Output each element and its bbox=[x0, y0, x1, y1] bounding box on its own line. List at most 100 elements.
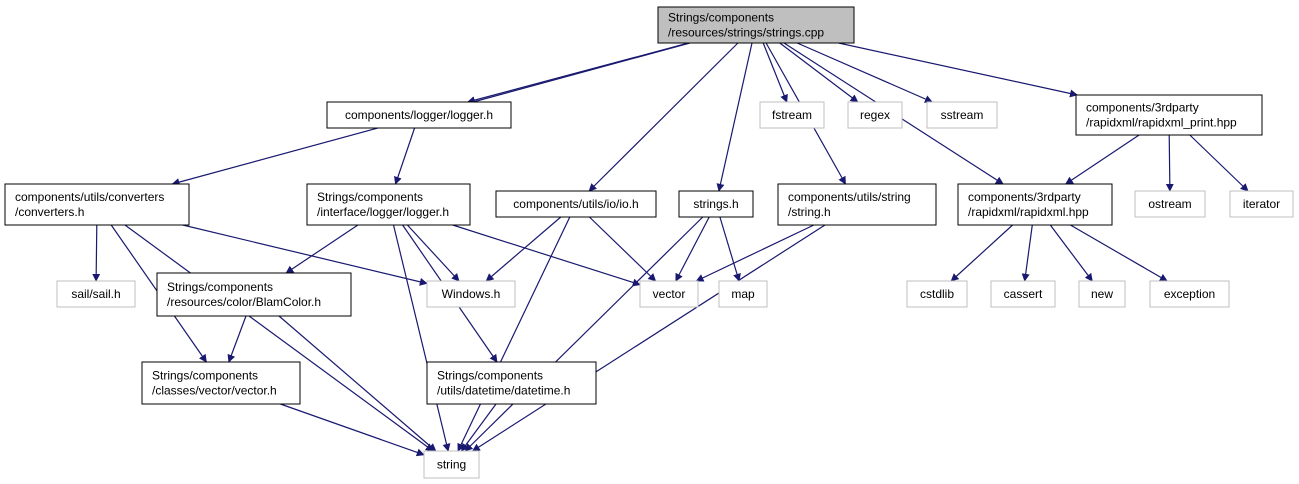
node-rapidxml-print[interactable]: components/3rdparty/rapidxml/rapidxml_pr… bbox=[1075, 94, 1263, 136]
node-box bbox=[639, 280, 699, 308]
node-box bbox=[926, 101, 998, 129]
node-datetime-h[interactable]: Strings/components/utils/datetime/dateti… bbox=[426, 361, 597, 405]
node-label-line: Strings/components bbox=[317, 190, 423, 204]
node-regex: regex bbox=[847, 101, 903, 129]
node-box bbox=[306, 183, 471, 226]
edges bbox=[92, 42, 1249, 457]
node-label-line: new bbox=[1091, 287, 1113, 301]
edge-rapidxml_hpp-to-exception bbox=[1070, 224, 1168, 282]
edge-line bbox=[280, 403, 425, 457]
node-label-line: components/utils/io/io.h bbox=[513, 197, 638, 211]
node-strings-cpp[interactable]: Strings/components/resources/strings/str… bbox=[657, 6, 855, 44]
node-box bbox=[847, 101, 903, 129]
edge-io_h-to-windows_h bbox=[485, 216, 562, 282]
node-logger-h[interactable]: components/logger/logger.h bbox=[326, 101, 512, 129]
edge-line bbox=[92, 224, 101, 282]
edge-string_h-to-string bbox=[471, 224, 826, 452]
node-iterator: iterator bbox=[1229, 190, 1294, 218]
nodes: Strings/components/resources/strings/str… bbox=[4, 6, 1294, 479]
edge-strings_cpp-to-regex bbox=[779, 42, 859, 103]
node-label-line: string bbox=[437, 458, 466, 472]
node-label-line: /converters.h bbox=[15, 205, 84, 219]
edge-line bbox=[464, 216, 704, 452]
node-label-line: components/utils/converters bbox=[15, 190, 164, 204]
node-label-line: /classes/vector/vector.h bbox=[152, 384, 277, 398]
node-label-line: cstdlib bbox=[920, 287, 954, 301]
node-windows-h: Windows.h bbox=[426, 280, 516, 308]
edge-line bbox=[716, 42, 753, 192]
edge-line bbox=[588, 42, 739, 192]
node-label-line: /resources/strings/strings.cpp bbox=[668, 26, 824, 40]
node-cassert: cassert bbox=[990, 280, 1056, 308]
node-strings-h[interactable]: strings.h bbox=[678, 190, 754, 218]
node-label-line: components/logger/logger.h bbox=[345, 108, 493, 122]
node-label-line: /interface/logger/logger.h bbox=[317, 205, 449, 219]
edge-strings_cpp-to-fstream bbox=[762, 42, 788, 103]
node-box bbox=[426, 280, 516, 308]
node-box bbox=[1229, 190, 1294, 218]
node-string-h[interactable]: components/utils/string/string.h bbox=[777, 183, 937, 226]
node-cstdlib: cstdlib bbox=[906, 280, 968, 308]
edge-strings_cpp-to-rapidxml_print bbox=[838, 42, 1078, 98]
node-box bbox=[1149, 280, 1230, 308]
node-vector-h[interactable]: Strings/components/classes/vector/vector… bbox=[141, 361, 301, 405]
node-box bbox=[1075, 94, 1263, 136]
node-exception: exception bbox=[1149, 280, 1230, 308]
node-label-line: Strings/components bbox=[167, 280, 273, 294]
node-box bbox=[678, 190, 754, 218]
edge-line bbox=[460, 403, 497, 452]
node-label-line: ostream bbox=[1148, 197, 1191, 211]
edge-interface_logger_h-to-blamcolor_h bbox=[285, 224, 359, 274]
node-interface-logger-h[interactable]: Strings/components/interface/logger/logg… bbox=[306, 183, 471, 226]
edge-rapidxml_hpp-to-cassert bbox=[1021, 224, 1033, 282]
node-label-line: sail/sail.h bbox=[71, 287, 120, 301]
node-label-line: /rapidxml/rapidxml_print.hpp bbox=[1086, 116, 1237, 130]
edge-rapidxml_print-to-rapidxml_hpp bbox=[1065, 134, 1140, 185]
node-label-line: strings.h bbox=[693, 197, 738, 211]
node-blamcolor-h[interactable]: Strings/components/resources/color/BlamC… bbox=[156, 272, 352, 317]
edge-datetime_h-to-string bbox=[460, 403, 497, 452]
node-sail-h: sail/sail.h bbox=[56, 280, 136, 308]
edge-line bbox=[182, 224, 428, 286]
edge-converters_h-to-windows_h bbox=[182, 224, 428, 286]
edge-strings_h-to-vector bbox=[675, 216, 710, 282]
node-box bbox=[906, 280, 968, 308]
node-label-line: exception bbox=[1164, 287, 1215, 301]
node-box bbox=[957, 183, 1113, 226]
node-io-h[interactable]: components/utils/io/io.h bbox=[495, 190, 657, 218]
node-label-line: cassert bbox=[1004, 287, 1043, 301]
node-label-line: iterator bbox=[1243, 197, 1280, 211]
edge-line bbox=[406, 224, 460, 282]
edge-line bbox=[452, 224, 641, 287]
node-label-line: /rapidxml/rapidxml.hpp bbox=[968, 205, 1089, 219]
edge-rapidxml_hpp-to-cstdlib bbox=[950, 224, 1014, 282]
edge-io_h-to-vector bbox=[588, 216, 657, 282]
node-box bbox=[426, 361, 597, 405]
edge-line bbox=[950, 224, 1014, 282]
edge-line bbox=[1165, 134, 1174, 192]
node-label-line: Strings/components bbox=[152, 369, 258, 383]
node-box bbox=[4, 183, 190, 226]
node-label-line: components/utils/string bbox=[788, 190, 911, 204]
edge-line bbox=[124, 224, 434, 452]
edge-line bbox=[1189, 134, 1249, 192]
edge-line bbox=[471, 224, 826, 452]
edge-line bbox=[394, 127, 416, 185]
node-converters-h[interactable]: components/utils/converters/converters.h bbox=[4, 183, 190, 226]
node-string: string bbox=[423, 450, 480, 479]
node-label-line: Windows.h bbox=[442, 287, 501, 301]
edge-line bbox=[1049, 224, 1093, 282]
node-box bbox=[1078, 280, 1126, 308]
node-label-line: vector bbox=[653, 287, 686, 301]
edge-vector_h-to-string bbox=[280, 403, 425, 457]
edge-line bbox=[1065, 134, 1140, 185]
edge-line bbox=[285, 224, 359, 274]
node-box bbox=[1134, 190, 1206, 218]
edge-interface_logger_h-to-windows_h bbox=[406, 224, 460, 282]
edge-rapidxml_print-to-iterator bbox=[1189, 134, 1249, 192]
node-rapidxml-hpp[interactable]: components/3rdparty/rapidxml/rapidxml.hp… bbox=[957, 183, 1113, 226]
edge-strings_cpp-to-io_h bbox=[588, 42, 739, 192]
edge-line bbox=[675, 216, 710, 282]
edge-line bbox=[227, 315, 247, 363]
